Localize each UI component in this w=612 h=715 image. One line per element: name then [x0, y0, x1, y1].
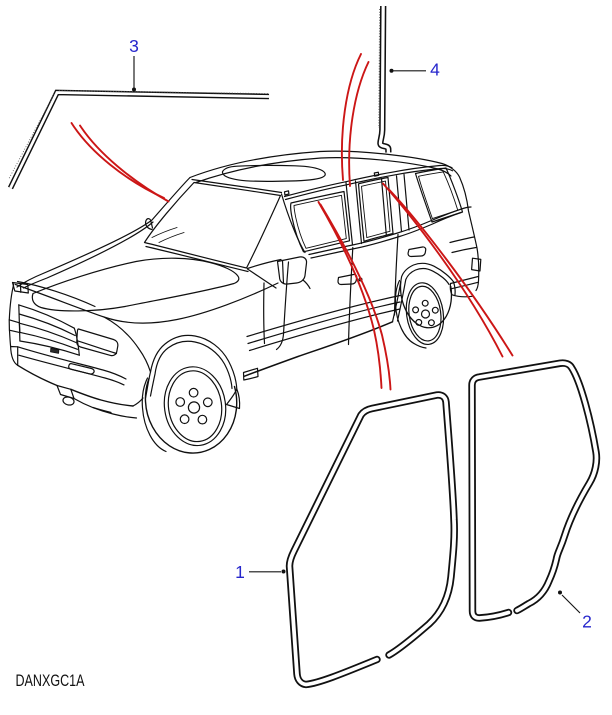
svg-text:3: 3	[129, 36, 139, 56]
svg-text:2: 2	[582, 612, 592, 632]
svg-text:1: 1	[235, 562, 245, 582]
svg-text:4: 4	[430, 60, 440, 80]
svg-text:DANXGC1A: DANXGC1A	[16, 672, 85, 690]
